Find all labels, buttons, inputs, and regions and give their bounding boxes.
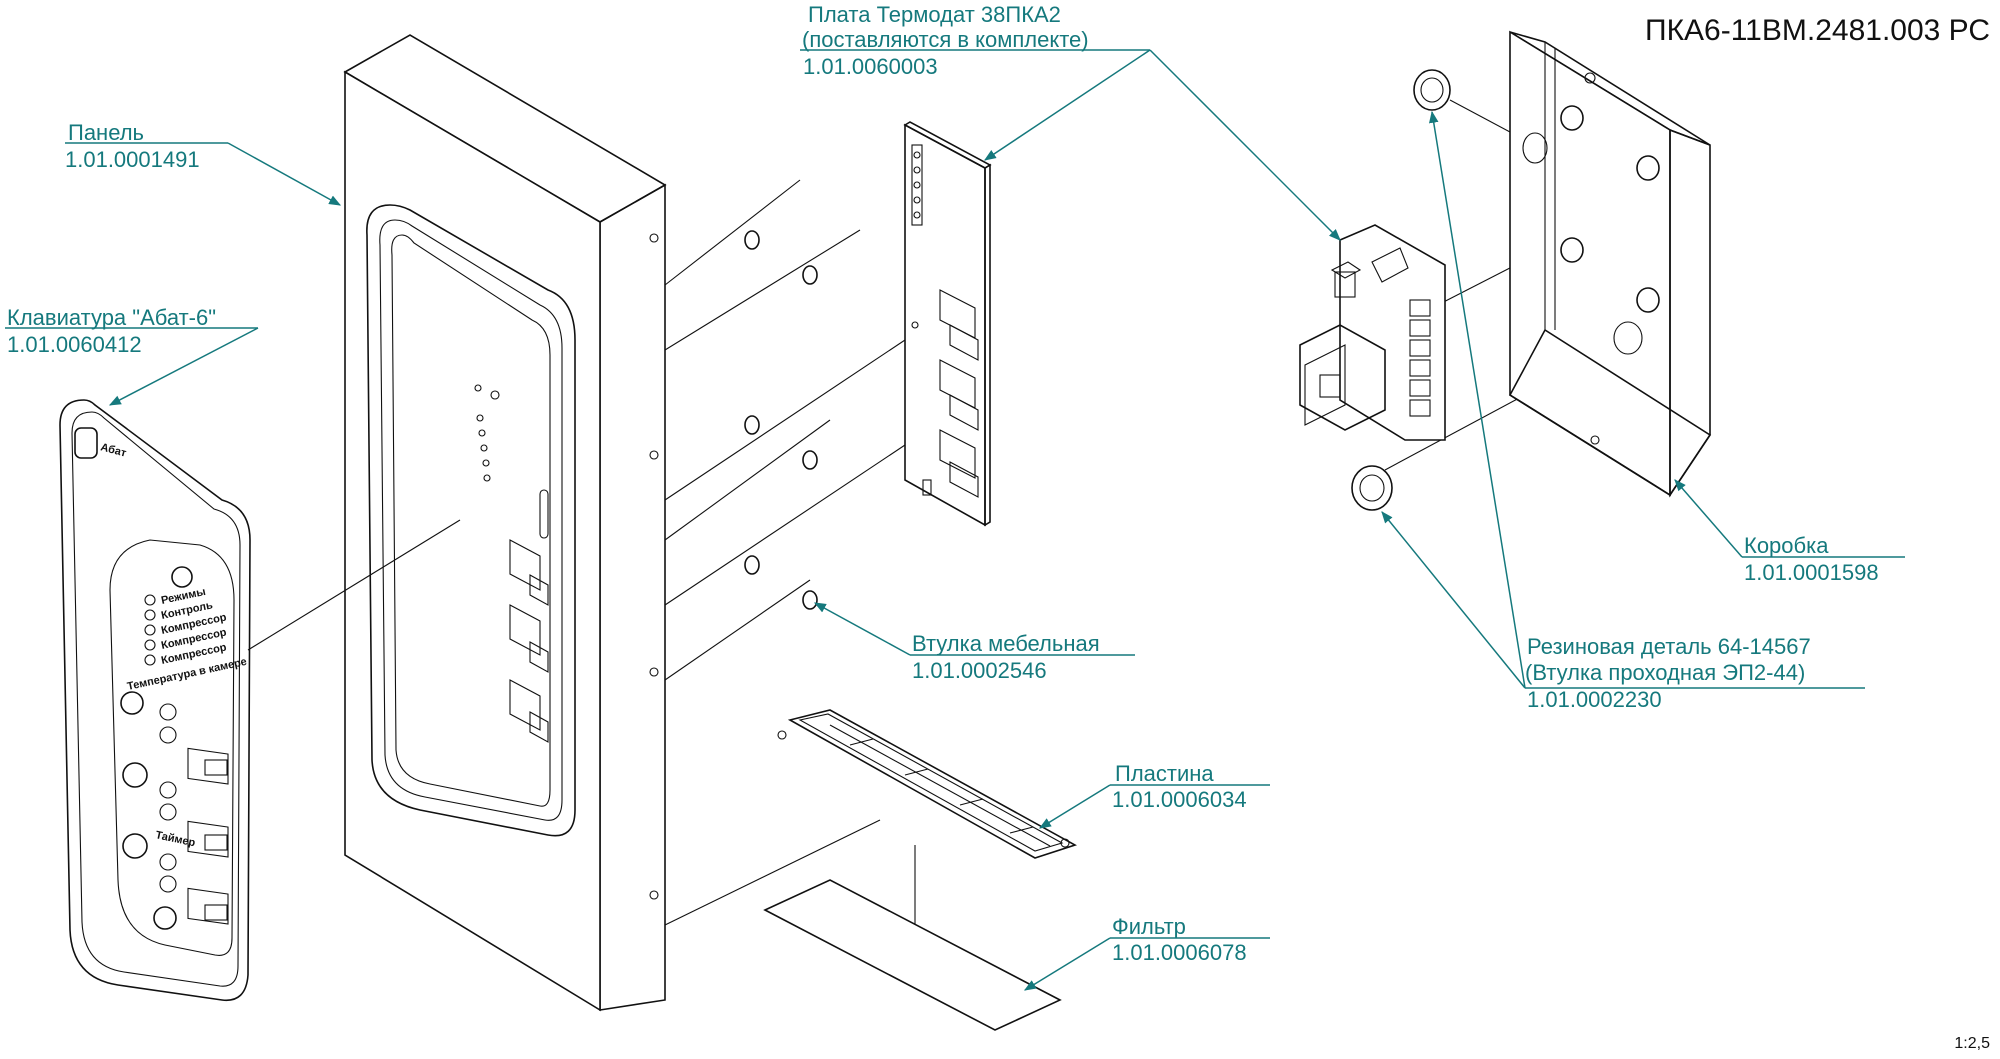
callout-leaders xyxy=(5,49,1905,991)
box-code: 1.01.0001598 xyxy=(1744,560,1879,585)
keyboard-part: Абат Режимы Контроль Компрессор Компресс… xyxy=(59,399,251,1002)
board-code: 1.01.0060003 xyxy=(803,54,938,79)
rubber-note: (Втулка проходная ЭП2-44) xyxy=(1525,660,1805,685)
rubber-code: 1.01.0002230 xyxy=(1527,687,1662,712)
box-part xyxy=(1508,30,1712,498)
rubber-grommet-parts xyxy=(1351,69,1451,511)
power-icon xyxy=(171,566,193,588)
keyboard-code: 1.01.0060412 xyxy=(7,332,142,357)
drawing-title: ПКА6-11ВМ.2481.003 РС xyxy=(1645,14,1990,47)
scale-label: 1:2,5 xyxy=(1954,1035,1990,1052)
temperature-button xyxy=(204,759,228,776)
filter-code: 1.01.0006078 xyxy=(1112,940,1247,965)
bell-icon xyxy=(122,762,148,788)
panel-name: Панель xyxy=(68,120,144,145)
bushing-parts xyxy=(744,230,818,610)
box-name: Коробка xyxy=(1744,533,1829,558)
thermometer-icon xyxy=(120,691,144,715)
board-part xyxy=(903,121,992,527)
temperature-display xyxy=(187,747,229,785)
brand-logo-icon xyxy=(74,427,98,459)
rubber-name: Резиновая деталь 64-14567 xyxy=(1527,634,1811,659)
board-name: Плата Термодат 38ПКА2 xyxy=(808,2,1061,27)
keyboard-brand: Абат xyxy=(99,441,128,460)
mode-indicators xyxy=(144,594,156,666)
callout-labels: Панель 1.01.0001491 Клавиатура "Абат-6" … xyxy=(7,2,1879,965)
plate-name: Пластина xyxy=(1115,761,1214,786)
bushing-code: 1.01.0002546 xyxy=(912,658,1047,683)
controller-module-part xyxy=(1299,224,1446,441)
bushing-name: Втулка мебельная xyxy=(912,631,1100,656)
panel-code: 1.01.0001491 xyxy=(65,147,200,172)
filter-part xyxy=(763,879,1062,1031)
fan-icon xyxy=(153,906,177,930)
filter-name: Фильтр xyxy=(1112,914,1186,939)
panel-led-holes xyxy=(474,384,500,482)
keyboard-name: Клавиатура "Абат-6" xyxy=(7,305,216,330)
arrow-up-icon xyxy=(159,703,177,721)
relay-block xyxy=(1409,299,1431,417)
timer-icon xyxy=(122,833,148,859)
panel-part xyxy=(343,34,667,1012)
plate-part xyxy=(777,709,1078,859)
plate-code: 1.01.0006034 xyxy=(1112,787,1247,812)
arrow-down-icon xyxy=(159,726,177,744)
board-note: (поставляются в комплекте) xyxy=(802,27,1089,52)
mode-labels: Режимы Контроль Компрессор Компрессор Ко… xyxy=(126,586,248,850)
timer-label: Таймер xyxy=(154,829,196,849)
